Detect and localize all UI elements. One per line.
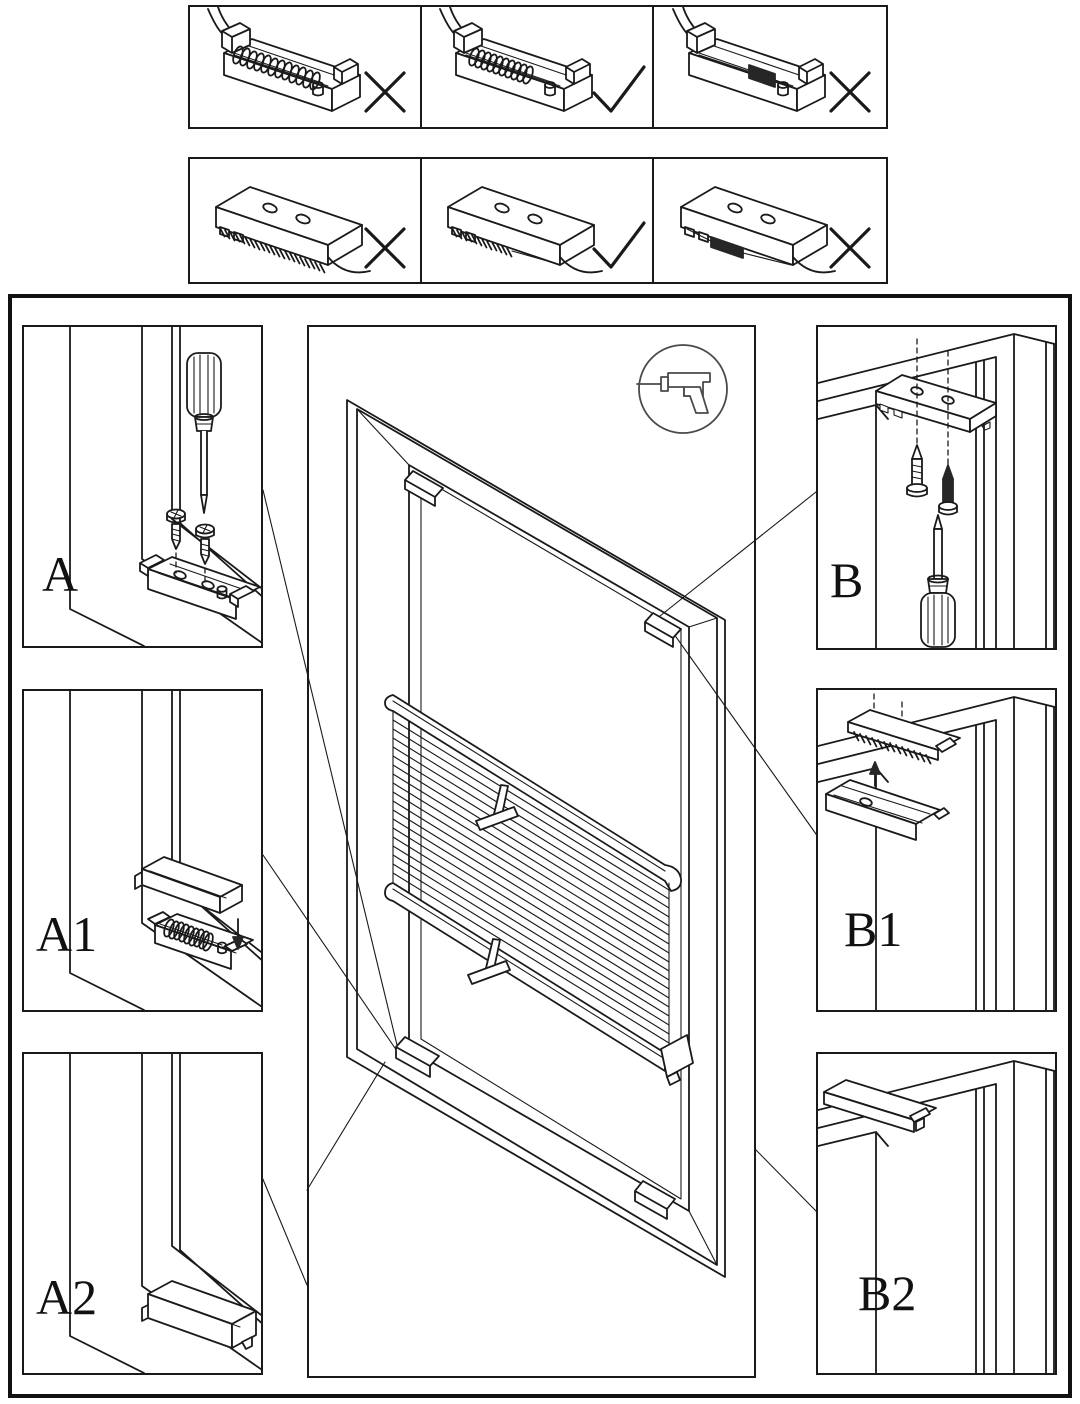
pleated-blind bbox=[384, 694, 694, 1086]
screw-icon bbox=[166, 508, 186, 574]
screw-hole bbox=[173, 570, 187, 580]
bracket-spring-compressed-cell bbox=[654, 7, 886, 127]
drill-icon bbox=[636, 344, 728, 434]
compressed-spring-icon bbox=[710, 236, 744, 259]
plate-spring-correct-drawing bbox=[447, 186, 646, 274]
window-overview-drawing bbox=[346, 344, 728, 1278]
top-plate-with-spring bbox=[847, 709, 961, 765]
plate-spring-correct-cell bbox=[422, 159, 654, 282]
bottom-rail-installed bbox=[141, 1280, 257, 1350]
bracket-spring-stretched-drawing bbox=[207, 7, 406, 113]
top-rail bbox=[825, 779, 950, 841]
panel-b-label: B bbox=[830, 552, 864, 608]
bottom-rail bbox=[134, 856, 243, 914]
panel-b: B bbox=[816, 325, 1057, 650]
plate-spring-compressed-cell bbox=[654, 159, 886, 282]
panel-b1-label: B1 bbox=[844, 901, 903, 957]
panel-a1-drawing bbox=[69, 691, 261, 1010]
x-mark-icon bbox=[364, 71, 406, 113]
window-frame bbox=[346, 399, 726, 1278]
down-arrow-icon bbox=[232, 918, 244, 950]
peg bbox=[544, 81, 556, 97]
panel-a1: A1 bbox=[22, 689, 263, 1012]
handle-icon bbox=[467, 938, 511, 985]
panel-b2-drawing bbox=[818, 1060, 1055, 1373]
window-corner-lines bbox=[69, 691, 261, 1010]
top-rail bbox=[384, 694, 682, 892]
handle-icon bbox=[475, 784, 519, 831]
check-mark-icon bbox=[592, 65, 646, 113]
screw-hole bbox=[859, 797, 873, 807]
panel-a: A bbox=[22, 325, 263, 648]
plate-spring-stretched-drawing bbox=[215, 186, 406, 274]
panel-a1-label: A1 bbox=[36, 906, 98, 962]
end-hook bbox=[241, 1336, 253, 1350]
callout-leader-lines bbox=[261, 489, 818, 1286]
panel-a-drawing bbox=[69, 327, 261, 646]
spring-tension-row-bracket bbox=[188, 5, 888, 129]
window-overview-panel bbox=[307, 325, 756, 1378]
bottom-rail bbox=[384, 882, 666, 1072]
panel-a-label: A bbox=[42, 546, 79, 602]
check-mark-icon bbox=[592, 221, 646, 269]
cord-guide-block bbox=[221, 22, 251, 54]
window-corner-lines bbox=[69, 1054, 261, 1373]
end-hook bbox=[909, 1107, 931, 1123]
top-plate bbox=[875, 374, 997, 433]
cord-through-spring bbox=[511, 250, 559, 265]
bottom-left-bracket bbox=[395, 1036, 440, 1078]
screwdriver-icon bbox=[920, 514, 956, 648]
panel-a2: A2 bbox=[22, 1052, 263, 1375]
panel-b1: B1 bbox=[816, 688, 1057, 1012]
top-right-bracket bbox=[644, 612, 682, 648]
cord-icon bbox=[792, 256, 836, 274]
panel-b2: B2 bbox=[816, 1052, 1057, 1375]
installation-diagram: A bbox=[8, 294, 1072, 1398]
x-mark-icon bbox=[364, 227, 406, 269]
peg bbox=[312, 81, 324, 97]
screw-icon bbox=[938, 464, 958, 516]
peg bbox=[777, 81, 789, 97]
screwdriver-icon bbox=[186, 352, 222, 514]
cord-icon bbox=[327, 256, 371, 274]
x-mark-icon bbox=[829, 71, 871, 113]
cord-icon bbox=[559, 256, 603, 274]
screw-hole bbox=[262, 202, 278, 214]
peg bbox=[216, 585, 228, 600]
end-cap-feet bbox=[666, 1071, 681, 1086]
panel-a2-drawing bbox=[69, 1054, 261, 1373]
up-arrow-icon bbox=[869, 761, 881, 787]
panel-b-drawing bbox=[818, 333, 1055, 648]
bracket-spring-stretched-cell bbox=[190, 7, 422, 127]
window-corner-lines bbox=[69, 327, 261, 646]
screw-hole bbox=[201, 580, 215, 590]
screw-icon bbox=[195, 523, 215, 587]
top-left-bracket bbox=[404, 470, 444, 507]
screw-hole bbox=[910, 386, 924, 396]
pleats bbox=[392, 719, 670, 1044]
bottom-rail-end-cap bbox=[660, 1034, 694, 1078]
panel-a2-label: A2 bbox=[36, 1269, 98, 1325]
spring-tension-row-plate bbox=[188, 157, 888, 284]
plate-spring-stretched-cell bbox=[190, 159, 422, 282]
bracket-spring-correct-cell bbox=[422, 7, 654, 127]
top-rail-installed bbox=[823, 1079, 937, 1133]
compressed-spring-icon bbox=[748, 64, 776, 88]
bracket-spring-compressed-drawing bbox=[672, 7, 871, 113]
bottom-right-bracket bbox=[634, 1180, 676, 1220]
x-mark-icon bbox=[829, 227, 871, 269]
screw-hole bbox=[295, 213, 311, 225]
screw-icon bbox=[906, 444, 928, 498]
bracket-spring-correct-drawing bbox=[439, 7, 646, 113]
screw-hole bbox=[941, 395, 955, 405]
plate-spring-compressed-drawing bbox=[680, 186, 871, 274]
panel-b1-drawing bbox=[818, 693, 1055, 1010]
panel-b2-label: B2 bbox=[858, 1265, 917, 1321]
